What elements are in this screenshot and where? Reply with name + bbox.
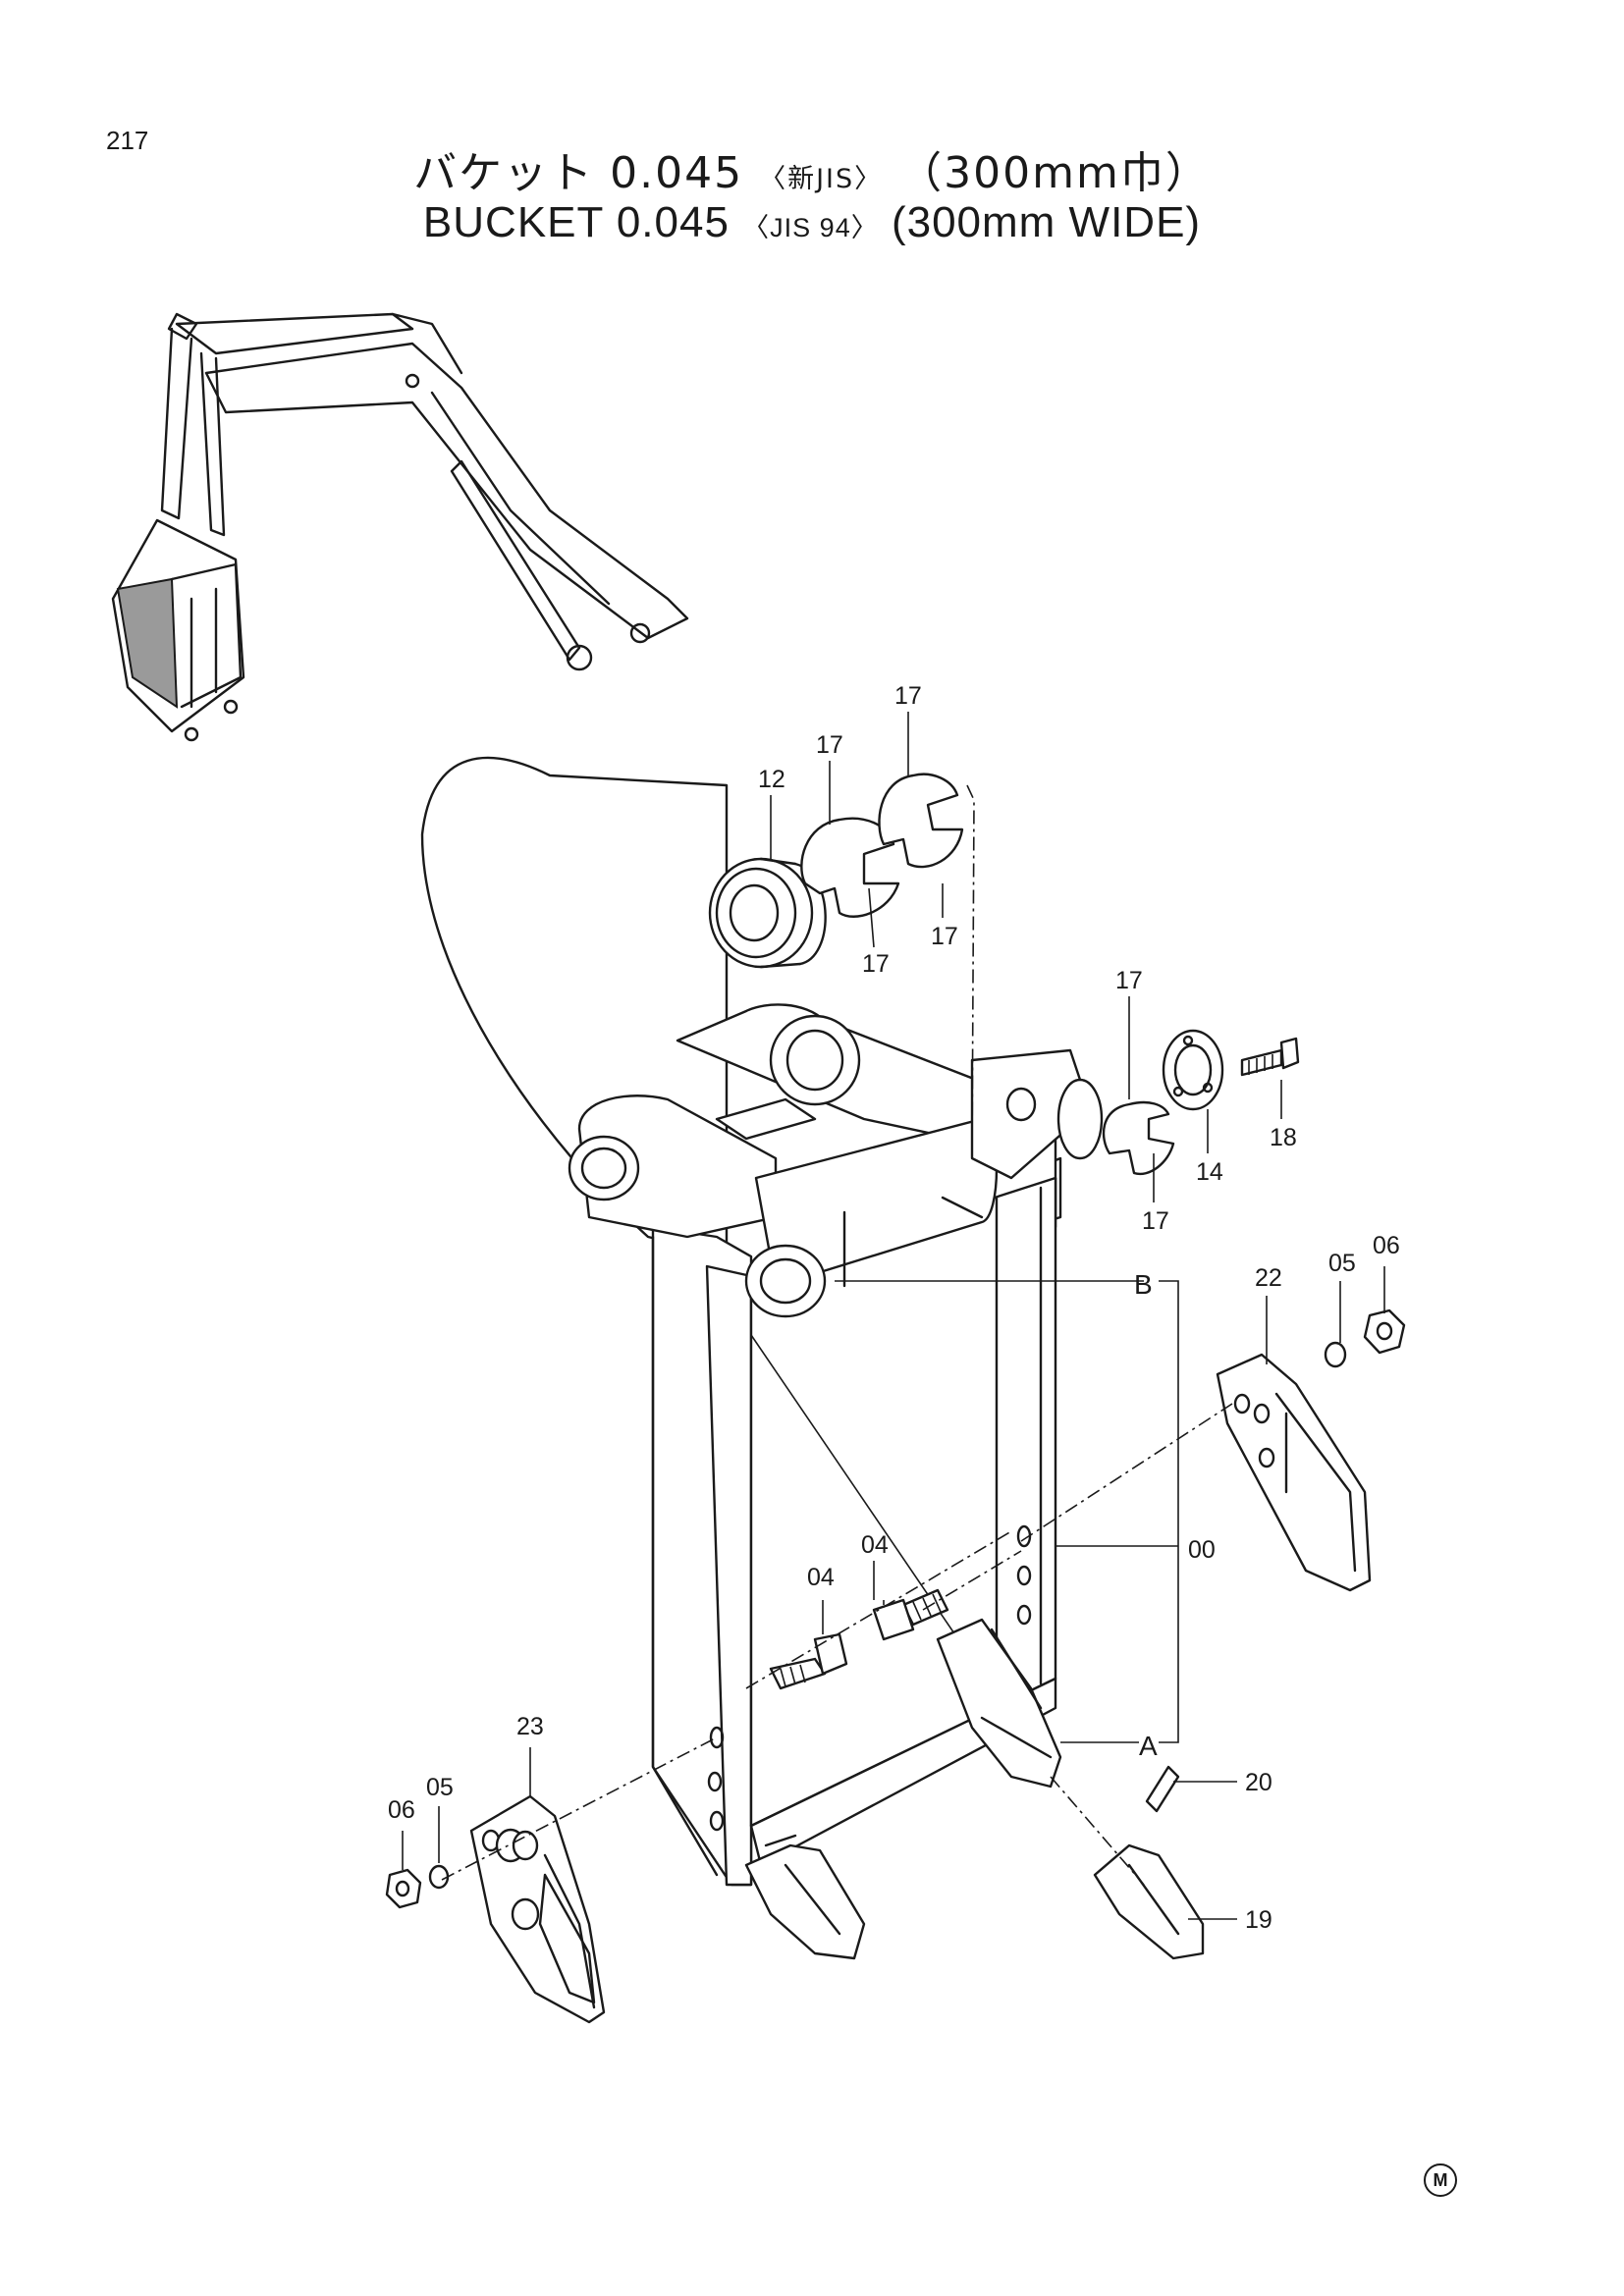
title-jp-main: バケット 0.045: [413, 148, 744, 198]
bucket-top-bracket: [568, 1003, 1104, 1318]
part-19-tooth: [1093, 1843, 1205, 1960]
callout-06-left: 06: [388, 1796, 415, 1824]
part-05-washer-right: [1324, 1341, 1347, 1368]
title-en-main: BUCKET 0.045: [422, 198, 730, 246]
arm-overview-illustration: [111, 312, 689, 742]
callout-23: 23: [516, 1713, 544, 1740]
callout-17e: 17: [1115, 967, 1143, 994]
callout-20: 20: [1245, 1769, 1272, 1796]
part-adapter-center: [936, 1618, 1062, 1789]
callout-A: A: [1139, 1731, 1158, 1761]
callout-12: 12: [758, 766, 785, 793]
title-jp-width: （300mm巾）: [898, 148, 1211, 198]
title-en-standard: 〈JIS 94〉: [742, 213, 879, 242]
callout-00: 00: [1188, 1536, 1216, 1564]
part-06-nut-right: [1363, 1308, 1406, 1355]
callout-04b: 04: [861, 1531, 889, 1559]
callout-05-right: 05: [1328, 1250, 1356, 1277]
callout-19: 19: [1245, 1906, 1272, 1934]
part-14-plate: [1162, 1029, 1224, 1111]
part-17-shim-b: [878, 773, 964, 869]
part-22-side-cutter: [1216, 1353, 1372, 1592]
title-english: BUCKET 0.045 〈JIS 94〉 (300mm WIDE): [0, 198, 1624, 247]
part-17-shim-c: [1102, 1100, 1175, 1176]
callout-17b: 17: [894, 682, 922, 710]
part-tooth-left: [744, 1834, 866, 1960]
part-04-bolt-b: [872, 1588, 949, 1641]
page-number: 217: [106, 126, 149, 155]
title-japanese: バケット 0.045 〈新JIS〉 （300mm巾）: [0, 137, 1624, 200]
callout-06-right: 06: [1373, 1232, 1400, 1259]
callout-05-left: 05: [426, 1774, 454, 1801]
title-jp-standard: 〈新JIS〉: [759, 164, 884, 194]
part-05-washer-left: [428, 1864, 450, 1890]
part-04-bolt-a: [769, 1632, 848, 1690]
callout-18: 18: [1270, 1124, 1297, 1151]
callout-14: 14: [1196, 1158, 1223, 1186]
part-18-bolt: [1240, 1037, 1300, 1077]
callout-B: B: [1134, 1269, 1153, 1300]
title-en-width: (300mm WIDE): [891, 198, 1202, 246]
callout-17c: 17: [862, 950, 890, 978]
part-06-nut-left: [385, 1868, 422, 1909]
callout-04a: 04: [807, 1564, 835, 1591]
part-20-pin: [1145, 1765, 1180, 1813]
callout-17f: 17: [1142, 1207, 1169, 1235]
callout-22: 22: [1255, 1264, 1282, 1292]
callout-17a: 17: [816, 731, 843, 759]
leader-lines: [402, 712, 1385, 1920]
callout-17d: 17: [931, 923, 958, 950]
part-23-side-cutter: [469, 1794, 606, 2024]
manufacturer-mark: M: [1424, 2163, 1457, 2197]
